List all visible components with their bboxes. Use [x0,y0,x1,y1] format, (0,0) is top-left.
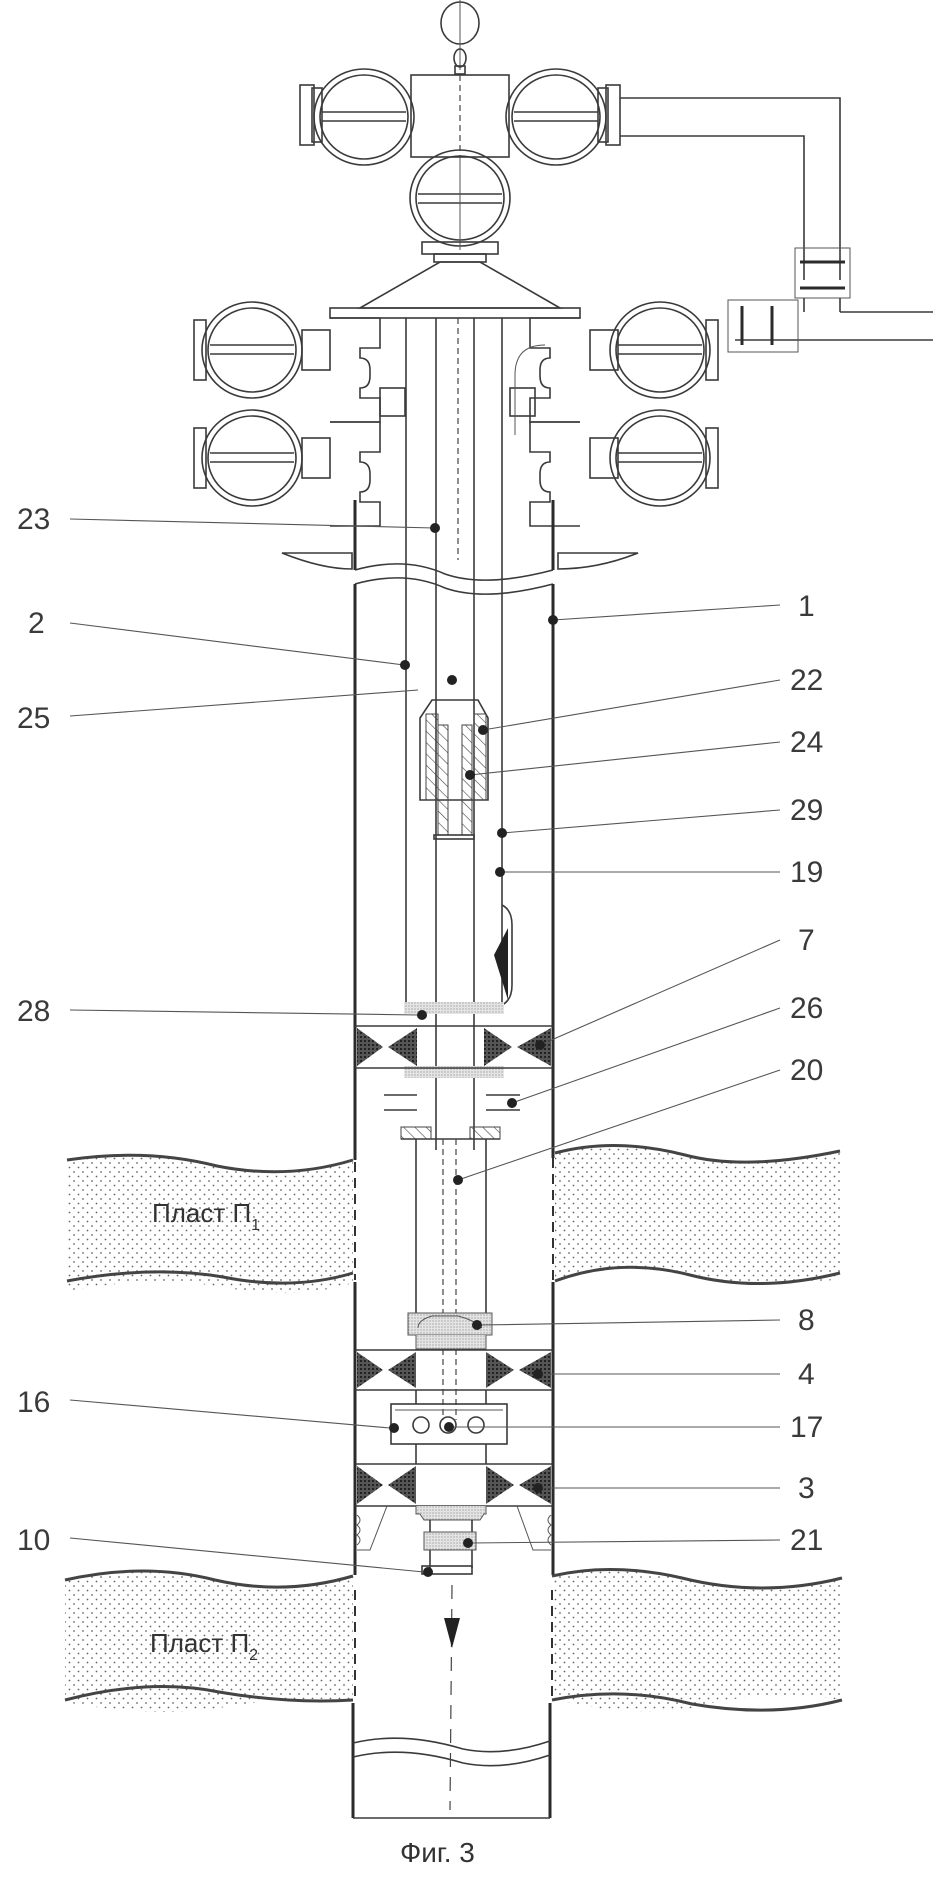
valve-side-left-upper [194,302,330,398]
callout-2: 2 [28,607,45,640]
callout-8: 8 [798,1304,815,1337]
layer-label-P2: Пласт П [150,1628,249,1658]
packer-3 [357,1466,383,1504]
callout-24: 24 [790,726,823,759]
callout-25: 25 [17,702,50,735]
wellhead [194,0,933,569]
packer-7 [357,1028,383,1066]
valve-side-right-lower [590,410,718,506]
callout-26: 26 [790,992,823,1025]
callout-19: 19 [790,856,823,889]
valve-top-left [300,69,414,165]
callout-21: 21 [790,1524,823,1557]
valve-side-left-lower [194,410,330,506]
callout-labels: 23 2 25 28 16 10 1 22 24 29 19 7 26 20 8… [17,503,823,1557]
callout-23: 23 [17,503,50,536]
figure-caption: Фиг. 3 [400,1837,475,1868]
callout-20: 20 [790,1054,823,1087]
upper-packer-assembly [355,1002,553,1139]
lower-assembly [355,1139,553,1574]
callout-29: 29 [790,794,823,827]
callout-10: 10 [17,1524,50,1557]
layer-label-P1: Пласт П [152,1198,251,1228]
callout-17: 17 [790,1411,823,1444]
callout-22: 22 [790,664,823,697]
flow-arrow-icon [444,1618,460,1648]
casing-string [353,500,553,1818]
callout-16: 16 [17,1386,50,1419]
valve-top-center [410,150,510,262]
packer-4 [357,1352,383,1388]
flowline [620,98,933,352]
callout-4: 4 [798,1358,815,1391]
callout-28: 28 [17,995,50,1028]
valve-top-right [506,69,620,165]
callout-1: 1 [798,590,815,623]
callout-7: 7 [798,924,815,957]
callout-3: 3 [798,1472,815,1505]
casing-head [330,318,580,526]
formation-P1: Пласт П1 [67,1145,840,1293]
valve-side-right-upper [590,302,718,398]
